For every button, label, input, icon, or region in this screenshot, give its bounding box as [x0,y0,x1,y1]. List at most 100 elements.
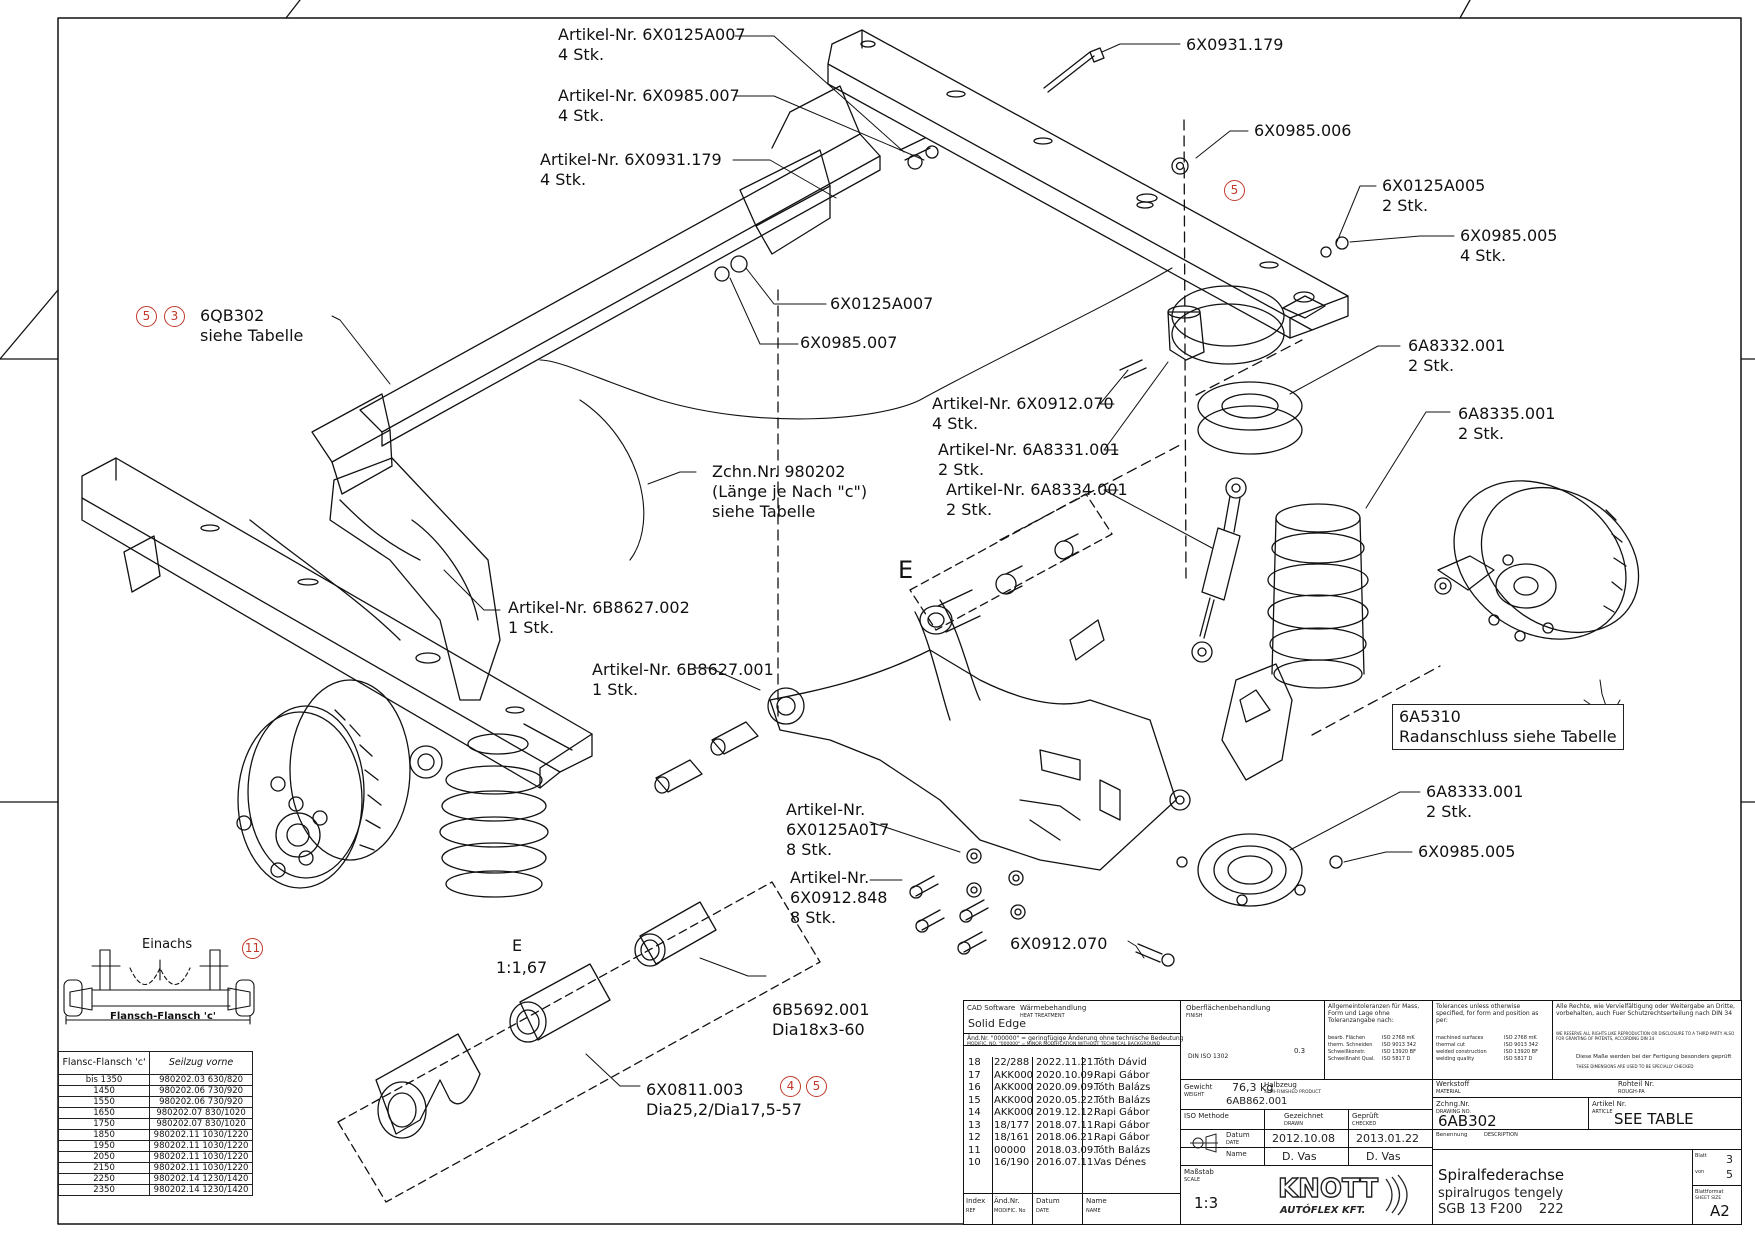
heat-treatment-label: Wärmebehandlung [1020,1004,1087,1012]
assembly-label-en: SEMI-FINISHED PRODUCT [1264,1090,1322,1095]
callout-line: 1 Stk. [592,680,639,699]
revision-cell: 2018.06.21. [1036,1132,1097,1143]
date-label: Datum [1226,1131,1250,1139]
callout-line: 6A5310 [1399,707,1461,726]
einachs-title: Einachs [142,937,193,952]
tolerance-cell: ISO 2768 mK [1504,1035,1537,1041]
surface-label-en: FINISH [1186,1013,1203,1019]
bushing-detail-e [909,493,1113,635]
change-note-en: MODIFIC. NO. "000000" = MINOR MODIFICATI… [967,1042,1161,1047]
detail-e-scale: 1:1,67 [496,958,548,977]
shock-absorber [1191,477,1247,663]
checked-label: Geprüft [1352,1112,1379,1120]
callout-6x0912-070: 6X0912.070 [1010,934,1107,954]
callout-line: Artikel-Nr. 6B8627.002 [508,598,690,617]
drawn-label: Gezeichnet [1284,1112,1324,1120]
tolerance-cell: ISO 13920 BF [1504,1049,1538,1055]
logo-subtext: AUTÓFLEX KFT. [1279,1203,1365,1216]
callout-line: 2 Stk. [1426,802,1473,821]
callout-line: 2 Stk. [938,460,985,479]
revision-cell: AKK000 [994,1069,1034,1081]
callout-line: 6A8332.001 [1408,336,1506,355]
sheet-label: Blatt [1695,1153,1707,1159]
projection-symbol-icon [1190,1133,1218,1153]
title-block: CAD Software Solid Edge Wärmebehandlung … [963,1000,1742,1225]
hub-bearing-seat [1197,833,1303,907]
cad-value: Solid Edge [968,1017,1026,1030]
table-cell: 980202.14 1230/1420 [149,1184,253,1196]
article-value: SEE TABLE [1614,1110,1694,1128]
revision-cell: 16 [968,1082,981,1093]
callout-line: siehe Tabelle [712,502,816,521]
cable-length-table: Flansc-Flansch 'c' Seilzug vorne bis 135… [57,1051,253,1196]
revision-cell: AKK000 [994,1094,1034,1106]
callout-line: 2 Stk. [1458,424,1505,443]
table-cell: 980202.11 1030/1220 [149,1151,253,1163]
table-cell: 980202.06 730/920 [149,1085,253,1097]
rev-header-change: Änd.Nr. [994,1197,1020,1205]
callout-line: 2 Stk. [1408,356,1455,375]
tolerance-cell: machined surfaces [1436,1035,1484,1041]
tolerance-cell: welded construction [1436,1049,1487,1055]
brake-cable [539,267,1173,420]
measure-note: Diese Maße werden bei der Fertigung beso… [1576,1054,1732,1060]
callout-line: 4 Stk. [558,106,605,125]
callout-line: Artikel-Nr. [790,868,870,887]
revision-cell: Rapi Gábor [1094,1069,1150,1081]
callout-line: 2 Stk. [1382,196,1429,215]
revision-cell: 18/177 [994,1119,1030,1131]
assembly-label: Halbzeug [1264,1081,1297,1089]
table-cell: 1450 [57,1085,151,1097]
loose-bushings [654,721,1343,967]
right-brake-drum [1434,480,1640,642]
callout-6x0931-179: 6X0931.179 [1186,35,1283,55]
callout-line: 6X0985.007 [800,333,898,352]
revision-cell: 12 [968,1132,981,1143]
revision-cell: Rapi Gábor [1094,1119,1150,1131]
tolerance-cell: ISO 2768 mK [1382,1035,1415,1041]
material-label: Werkstoff [1436,1080,1470,1088]
change-note: Änd.Nr. "000000" = geringfügige Änderung… [967,1035,1184,1042]
revision-cell: 2020.05.22. [1036,1094,1097,1106]
revision-cell: Rapi Gábor [1094,1132,1150,1143]
revision-cell: 18 [968,1057,981,1068]
tolerance-cell: ISO 5817 D [1504,1056,1533,1062]
of-value: 5 [1726,1168,1733,1181]
scale-label: Maßstab [1184,1168,1214,1176]
callout-line: Dia18x3-60 [772,1020,865,1039]
weight-label: Gewicht [1184,1083,1213,1091]
callout-line: 4 Stk. [1460,246,1507,265]
drawn-label-en: DRAWN [1284,1121,1303,1127]
table-cell: 980202.07 830/1020 [149,1107,253,1119]
einachs-flange-label: Flansch-Flansch 'c' [110,1011,216,1022]
drawing-frame [57,17,1742,1225]
weight-value: 76,3 kg [1232,1081,1274,1094]
revision-cell: Tóth Dávid [1094,1057,1147,1068]
callout-6x0985-006: 6X0985.006 [1254,121,1351,141]
callout-line: 6X0985.005 [1460,226,1558,245]
revision-cell: 16/190 [994,1157,1030,1168]
callout-line: 4 Stk. [540,170,587,189]
rev-header-index-en: REF [966,1208,976,1214]
cross-tube [311,85,881,495]
surface-symbol-value: 0.3 [1294,1047,1306,1055]
callout-line: Artikel-Nr. 6X0125A007 [558,25,746,44]
callout-6x0985-005: 6X0985.005 [1418,842,1515,862]
rev-header-name: Name [1086,1197,1107,1205]
weight-label-en: WEIGHT [1184,1092,1205,1098]
rights-text: Alle Rechte, wie Vervielfältigung oder W… [1556,1003,1735,1017]
revision-cell: 2020.10.09. [1036,1069,1097,1081]
revision-cell: Tóth Balázs [1094,1082,1151,1093]
drawing-number: 6AB302 [1438,1112,1497,1130]
format-label-en: SHEET SIZE [1695,1196,1722,1201]
designation-label-en: DESCRIPTION [1484,1132,1518,1138]
